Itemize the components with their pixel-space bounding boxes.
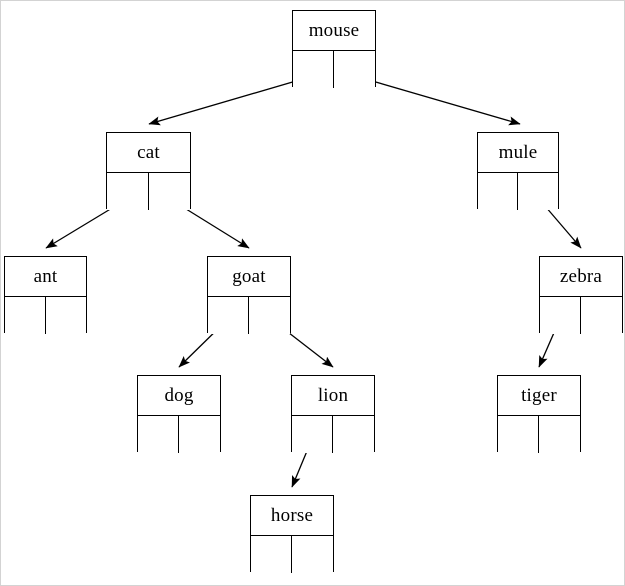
tree-node-left-pointer-lion[interactable]	[292, 416, 333, 453]
tree-node-zebra[interactable]: zebra	[539, 256, 623, 334]
tree-node-pointers-cat	[107, 172, 190, 210]
tree-node-cat[interactable]: cat	[106, 132, 191, 210]
tree-node-right-pointer-horse[interactable]	[292, 536, 333, 573]
tree-node-goat[interactable]: goat	[207, 256, 291, 334]
tree-node-right-pointer-tiger[interactable]	[539, 416, 580, 453]
tree-node-right-pointer-mule[interactable]	[518, 173, 558, 210]
tree-node-pointers-mouse	[293, 50, 375, 88]
tree-node-label-tiger: tiger	[521, 385, 557, 406]
tree-node-label-horse: horse	[270, 505, 314, 526]
tree-node-right-pointer-mouse[interactable]	[334, 51, 375, 88]
tree-node-label-cat: cat	[137, 142, 160, 163]
tree-node-pointers-dog	[138, 415, 220, 453]
tree-node-pointers-goat	[208, 296, 290, 334]
tree-node-left-pointer-ant[interactable]	[5, 297, 46, 334]
tree-node-pointers-lion	[292, 415, 374, 453]
tree-node-left-pointer-cat[interactable]	[107, 173, 149, 210]
tree-node-left-pointer-dog[interactable]	[138, 416, 179, 453]
tree-node-dog[interactable]: dog	[137, 375, 221, 453]
tree-node-pointers-ant	[5, 296, 86, 334]
tree-node-label-ant: ant	[33, 266, 58, 287]
tree-node-right-pointer-ant[interactable]	[45, 297, 86, 334]
tree-node-pointers-horse	[251, 535, 333, 573]
tree-node-pointers-mule	[478, 172, 558, 210]
tree-node-right-pointer-dog[interactable]	[179, 416, 220, 453]
tree-node-mouse[interactable]: mouse	[292, 10, 376, 88]
tree-node-lion[interactable]: lion	[291, 375, 375, 453]
tree-node-horse[interactable]: horse	[250, 495, 334, 573]
tree-node-right-pointer-goat[interactable]	[249, 297, 290, 334]
tree-node-ant[interactable]: ant	[4, 256, 87, 334]
tree-node-pointers-zebra	[540, 296, 622, 334]
tree-node-label-goat: goat	[232, 266, 266, 287]
tree-node-right-pointer-zebra[interactable]	[581, 297, 622, 334]
tree-node-left-pointer-mouse[interactable]	[293, 51, 334, 88]
tree-edge-mouse-to-mule	[354, 75, 521, 126]
tree-node-left-pointer-horse[interactable]	[251, 536, 292, 573]
tree-node-left-pointer-tiger[interactable]	[498, 416, 539, 453]
tree-node-label-lion: lion	[317, 385, 349, 406]
tree-node-left-pointer-mule[interactable]	[478, 173, 518, 210]
tree-node-label-mouse: mouse	[308, 20, 360, 41]
tree-node-right-pointer-lion[interactable]	[333, 416, 374, 453]
tree-node-left-pointer-goat[interactable]	[208, 297, 249, 334]
tree-node-mule[interactable]: mule	[477, 132, 559, 210]
tree-edge-mouse-to-cat	[148, 75, 314, 126]
tree-node-pointers-tiger	[498, 415, 580, 453]
tree-node-tiger[interactable]: tiger	[497, 375, 581, 453]
tree-node-left-pointer-zebra[interactable]	[540, 297, 581, 334]
tree-node-label-dog: dog	[164, 385, 194, 406]
tree-node-right-pointer-cat[interactable]	[148, 173, 190, 210]
tree-node-label-mule: mule	[498, 142, 538, 163]
tree-node-label-zebra: zebra	[559, 266, 603, 287]
